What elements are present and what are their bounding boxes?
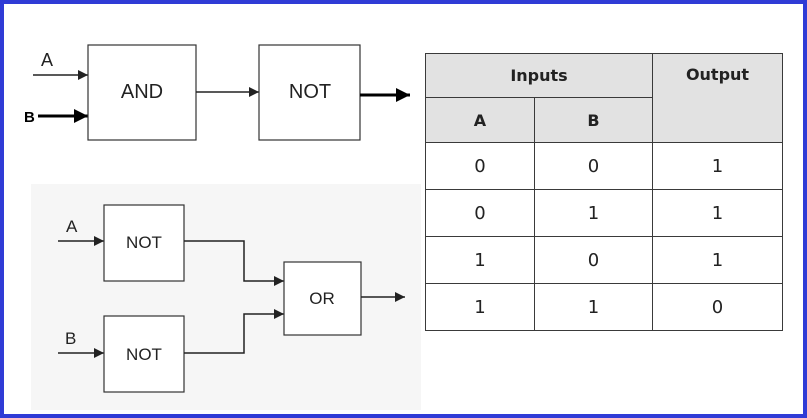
- column-b-header: B: [533, 97, 654, 143]
- truth-table: Inputs Output A B 0 0 1 0 1 1 1 0 1 1 1 …: [424, 53, 784, 331]
- cell-output: 1: [652, 189, 784, 237]
- inputs-header: Inputs: [424, 53, 654, 98]
- not-gate-top: [258, 44, 361, 141]
- lower-not-to-or-wire: [184, 309, 284, 354]
- cell-a: 1: [425, 236, 535, 284]
- not-gate-lower: [103, 315, 185, 393]
- truth-table-header-row: Inputs Output: [424, 53, 784, 143]
- cell-b: 0: [533, 142, 654, 190]
- not-gate-lower-label: NOT: [126, 345, 162, 364]
- output-header: Output: [652, 53, 784, 143]
- not-gate-upper: [103, 204, 185, 282]
- cell-output: 0: [652, 283, 784, 331]
- top-input-a-label: A: [41, 50, 53, 70]
- top-input-b-label: B: [24, 109, 35, 126]
- table-row: 1 1 0: [425, 283, 784, 331]
- bottom-input-b-label: B: [65, 329, 76, 348]
- cell-b: 1: [533, 283, 654, 331]
- bottom-input-a-label: A: [66, 217, 78, 236]
- cell-output: 1: [652, 142, 784, 190]
- cell-b: 1: [533, 189, 654, 237]
- not-gate-top-label: NOT: [289, 81, 331, 103]
- cell-a: 0: [425, 189, 535, 237]
- cell-b: 0: [533, 236, 654, 284]
- column-a-header: A: [425, 97, 535, 143]
- cell-output: 1: [652, 236, 784, 284]
- cell-a: 0: [425, 142, 535, 190]
- table-row: 0 1 1: [425, 189, 784, 237]
- and-gate: [87, 44, 197, 141]
- or-gate-label: OR: [309, 289, 335, 308]
- and-gate-label: AND: [121, 81, 163, 103]
- table-row: 1 0 1: [425, 236, 784, 284]
- nand-diagram: A B AND NOT: [24, 44, 410, 141]
- truth-table-subheader-row: A B: [425, 97, 783, 143]
- not-gate-upper-label: NOT: [126, 233, 162, 252]
- or-of-nots-diagram: A NOT B NOT OR: [58, 204, 405, 393]
- table-row: 0 0 1: [425, 142, 784, 190]
- upper-not-to-or-wire: [184, 240, 284, 286]
- cell-a: 1: [425, 283, 535, 331]
- or-gate: [283, 261, 362, 336]
